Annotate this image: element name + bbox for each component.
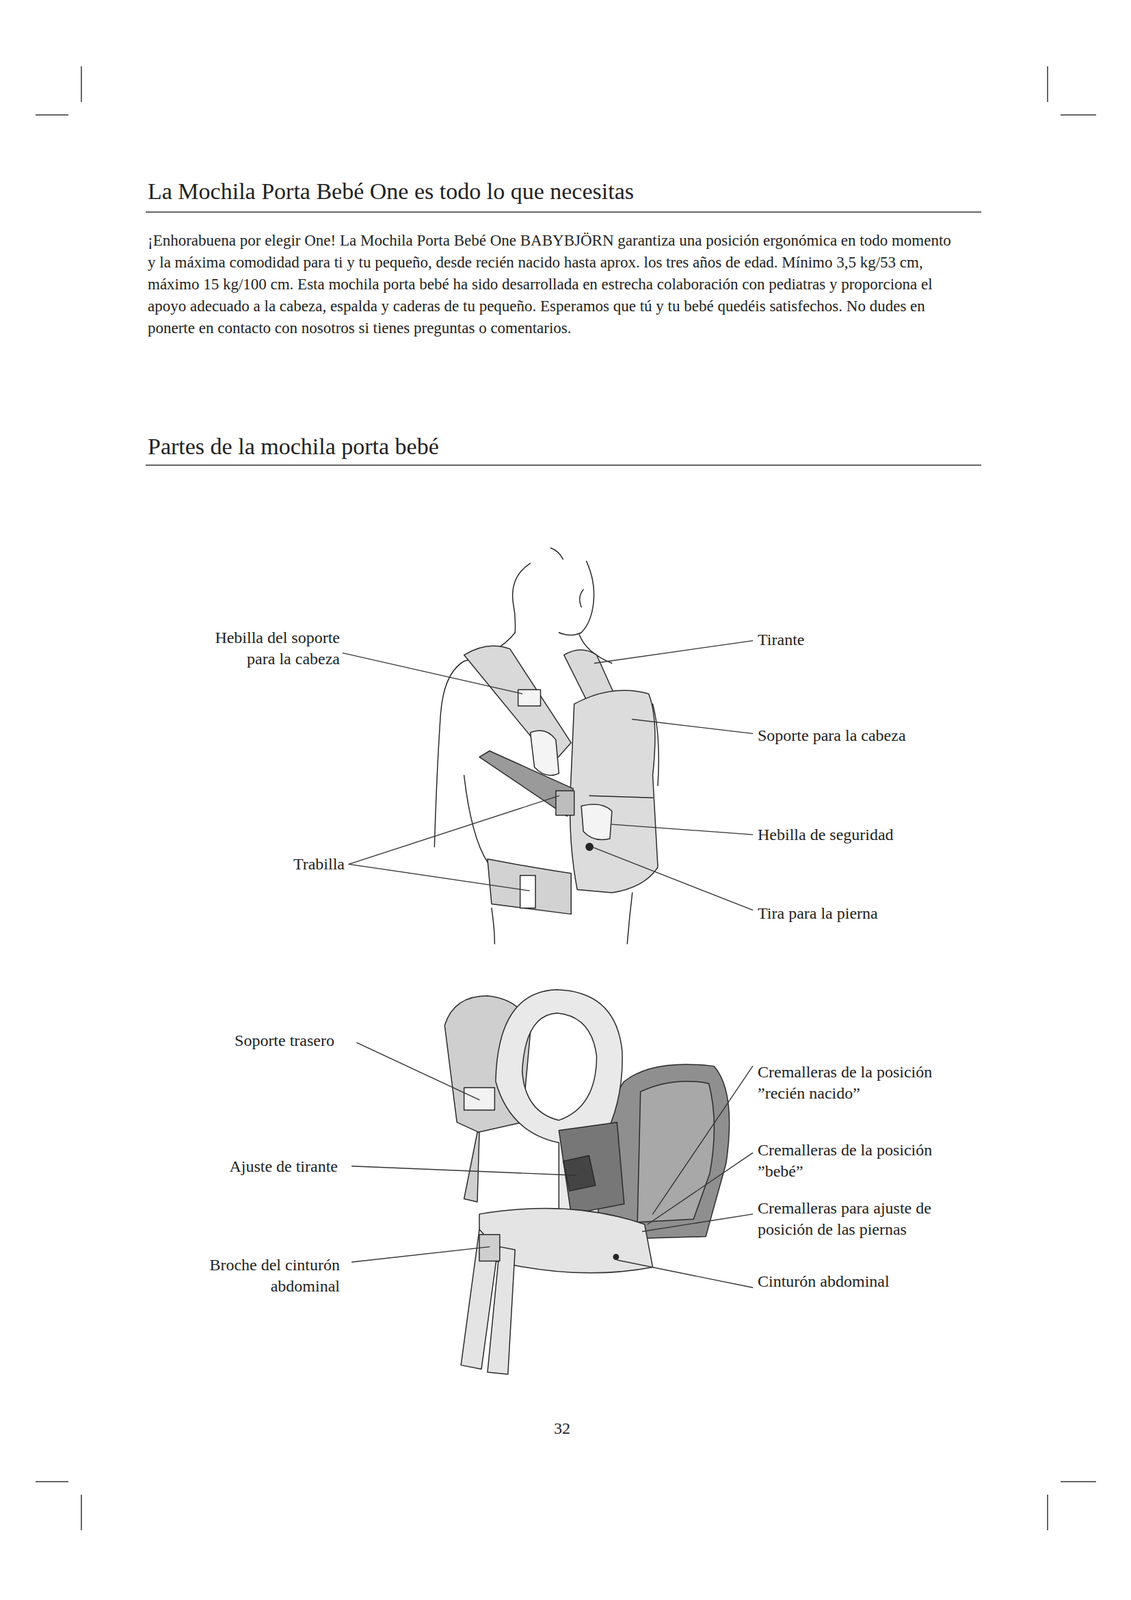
- part-label: Ajuste de tirante: [201, 1155, 338, 1177]
- carrier-worn: [464, 645, 658, 914]
- intro-paragraph: ¡Enhorabuena por elegir One! La Mochila …: [147, 229, 962, 340]
- part-label: Tira para la pierna: [757, 902, 878, 924]
- part-label: Soporte trasero: [197, 1029, 335, 1051]
- part-label: Trabilla: [262, 853, 345, 875]
- part-label: Hebilla de seguridad: [757, 823, 894, 846]
- part-label: Cremalleras de la posición ”recién nacid…: [757, 1061, 944, 1104]
- part-label: Broche del cinturón abdominal: [193, 1254, 340, 1297]
- page-number: 32: [553, 1417, 571, 1439]
- part-label: Tirante: [757, 629, 805, 651]
- section-heading: Partes de la mochila porta bebé: [147, 432, 439, 461]
- person-figure: [434, 547, 659, 944]
- part-label: Cremalleras para ajuste de posición de l…: [757, 1197, 952, 1240]
- part-label: Hebilla del soporte para la cabeza: [192, 627, 340, 670]
- leader-lines: [342, 640, 753, 1288]
- part-label: Cremalleras de la posición ”bebé”: [757, 1139, 944, 1182]
- part-label: Cinturón abdominal: [757, 1270, 890, 1292]
- page-heading: La Mochila Porta Bebé One es todo lo que…: [147, 177, 634, 206]
- crop-marks: [35, 66, 1097, 1530]
- part-label: Soporte para la cabeza: [757, 724, 907, 747]
- heading-rules: [145, 211, 982, 465]
- carrier-flat: [444, 989, 729, 1374]
